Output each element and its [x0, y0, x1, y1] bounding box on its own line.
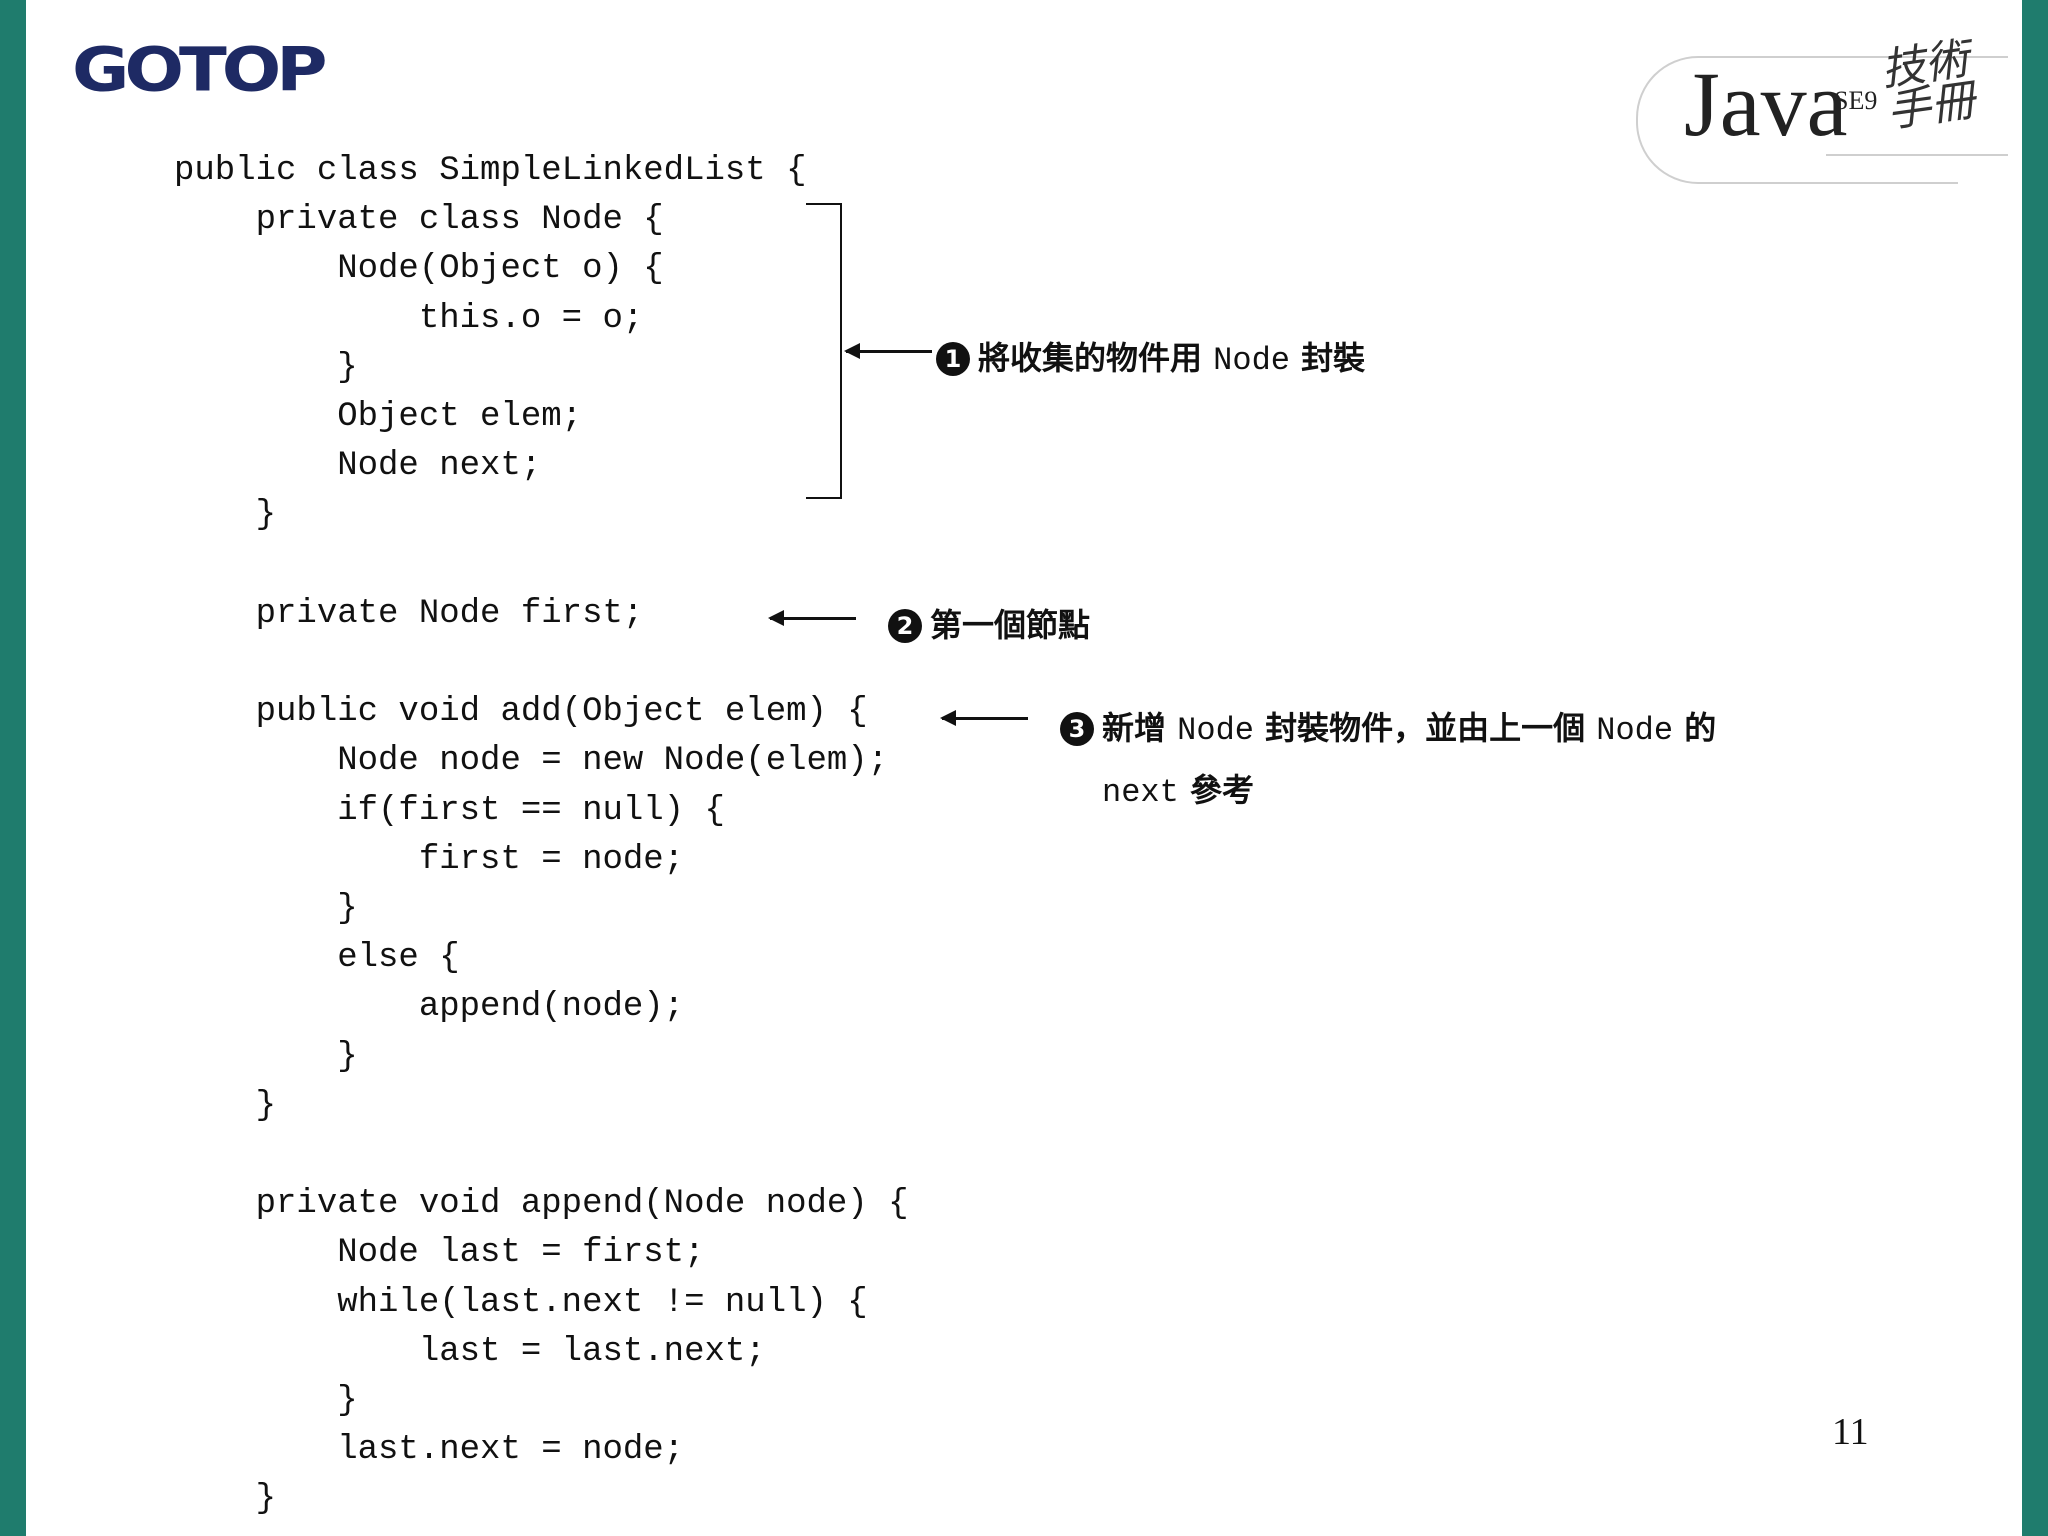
publisher-logo: GOTOP — [72, 34, 328, 106]
annotation-2-text: 第一個節點 — [930, 606, 1091, 644]
arrow-2 — [768, 611, 856, 625]
code-listing: public class SimpleLinkedList { private … — [174, 152, 909, 1519]
node-class-bracket — [806, 203, 842, 499]
badge-title: Java — [1684, 53, 1848, 155]
right-accent-bar — [2022, 0, 2048, 1536]
annotation-3-number: 3 — [1060, 712, 1094, 746]
annotation-3-continued: next 參考 — [1102, 770, 1254, 814]
annotation-3-text-mid: 封裝物件，並由上一個 — [1265, 709, 1586, 747]
left-accent-bar — [0, 0, 26, 1536]
annotation-3-text-end: 的 — [1684, 709, 1717, 747]
badge-calligraphy: 技術手冊 — [1877, 33, 1978, 138]
page-number: 11 — [1832, 1411, 1869, 1453]
badge-rule-top — [1896, 56, 2008, 58]
annotation-3-code-2: Node — [1596, 712, 1674, 749]
annotation-1-number: 1 — [936, 342, 970, 376]
annotation-2-number: 2 — [888, 609, 922, 643]
annotation-3-text-tail: 參考 — [1189, 771, 1254, 809]
arrow-1 — [844, 344, 932, 358]
badge-ring — [1636, 56, 1958, 184]
annotation-1-text: 將收集的物件用 — [978, 339, 1203, 377]
annotation-3-text: 新增 — [1102, 709, 1167, 747]
annotation-1-code: Node — [1213, 342, 1290, 379]
annotation-1-text-end: 封裝 — [1301, 339, 1366, 377]
badge-version: SE9 — [1834, 86, 1878, 115]
arrow-3 — [940, 711, 1028, 725]
book-badge: Java SE9 技術手冊 — [1636, 33, 2008, 184]
badge-rule-bottom — [1826, 154, 2008, 156]
annotation-3-code: Node — [1177, 712, 1254, 749]
annotation-3-code-3: next — [1102, 774, 1179, 811]
